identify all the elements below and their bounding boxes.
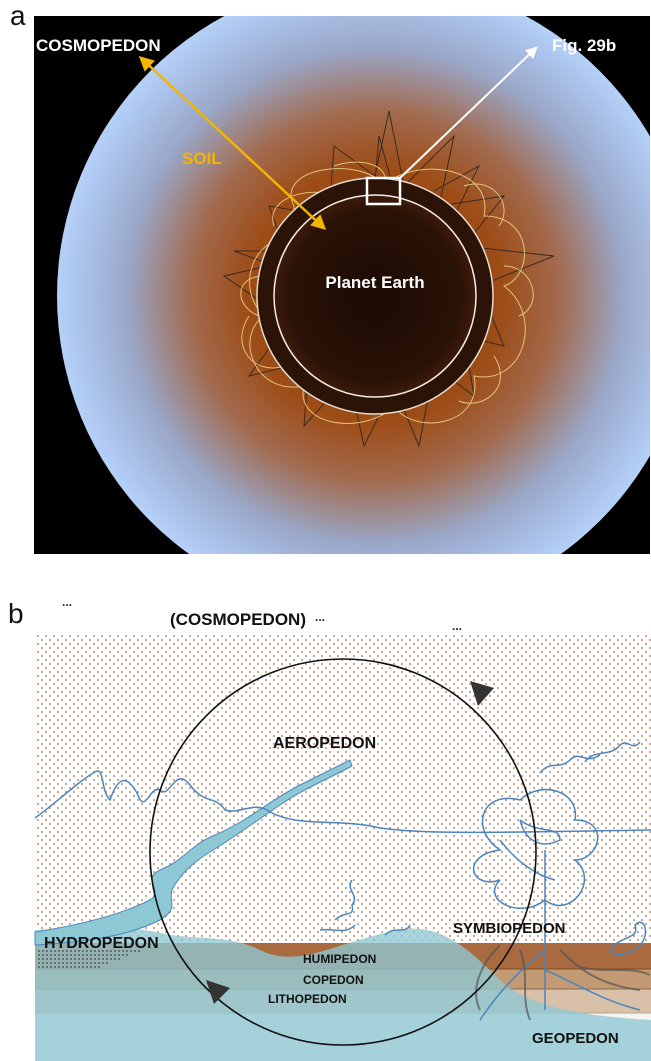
cycle-arrow-top (470, 681, 494, 706)
panel-a-letter: a (10, 0, 26, 31)
planet-earth-label: Planet Earth (325, 273, 424, 292)
humipedon-label: HUMIPEDON (303, 952, 376, 966)
tree-scribble (472, 789, 641, 1021)
cosmopedon-label-b: (COSMOPEDON) (170, 610, 306, 629)
right-organism-scribble (609, 921, 647, 956)
hydropedon-label: HYDROPEDON (44, 935, 159, 952)
ellipsis-left: ... (62, 595, 72, 609)
aeropedon-label: AEROPEDON (273, 735, 376, 752)
roots (475, 944, 651, 1021)
hydropedon-hatch (38, 950, 140, 968)
soil-arrow (138, 55, 327, 231)
zoom-box (365, 176, 402, 206)
organism-scribble (319, 879, 411, 936)
cycle-circle (149, 658, 537, 1046)
geopedon-label: GEOPEDON (532, 1030, 619, 1047)
dotted-atmosphere (35, 635, 651, 951)
pedon-layers-diagram: ... (COSMOPEDON) ... ... AEROPEDON SYMBI… (34, 595, 651, 1061)
lithopedon-label: LITHOPEDON (268, 992, 347, 1006)
planet-soil-diagram: COSMOPEDON Fig. 29b SOIL Planet Earth (34, 16, 650, 554)
planet-earth-core (273, 194, 477, 398)
cycle-arrow-bottom (206, 980, 230, 1004)
copedon-label: COPEDON (303, 973, 364, 987)
symbiopedon-label: SYMBIOPEDON (453, 920, 566, 937)
fig-ref-label: Fig. 29b (552, 36, 616, 55)
soil-label: SOIL (182, 149, 222, 168)
fig-ref-arrow (399, 46, 538, 179)
cosmopedon-label: COSMOPEDON (36, 36, 161, 55)
water-body (35, 926, 651, 1061)
ellipsis-right: ... (452, 619, 462, 633)
ellipsis-mid: ... (315, 610, 325, 624)
water-line (34, 770, 651, 834)
bird-scribble (539, 741, 641, 774)
panel-b-letter: b (8, 598, 24, 629)
